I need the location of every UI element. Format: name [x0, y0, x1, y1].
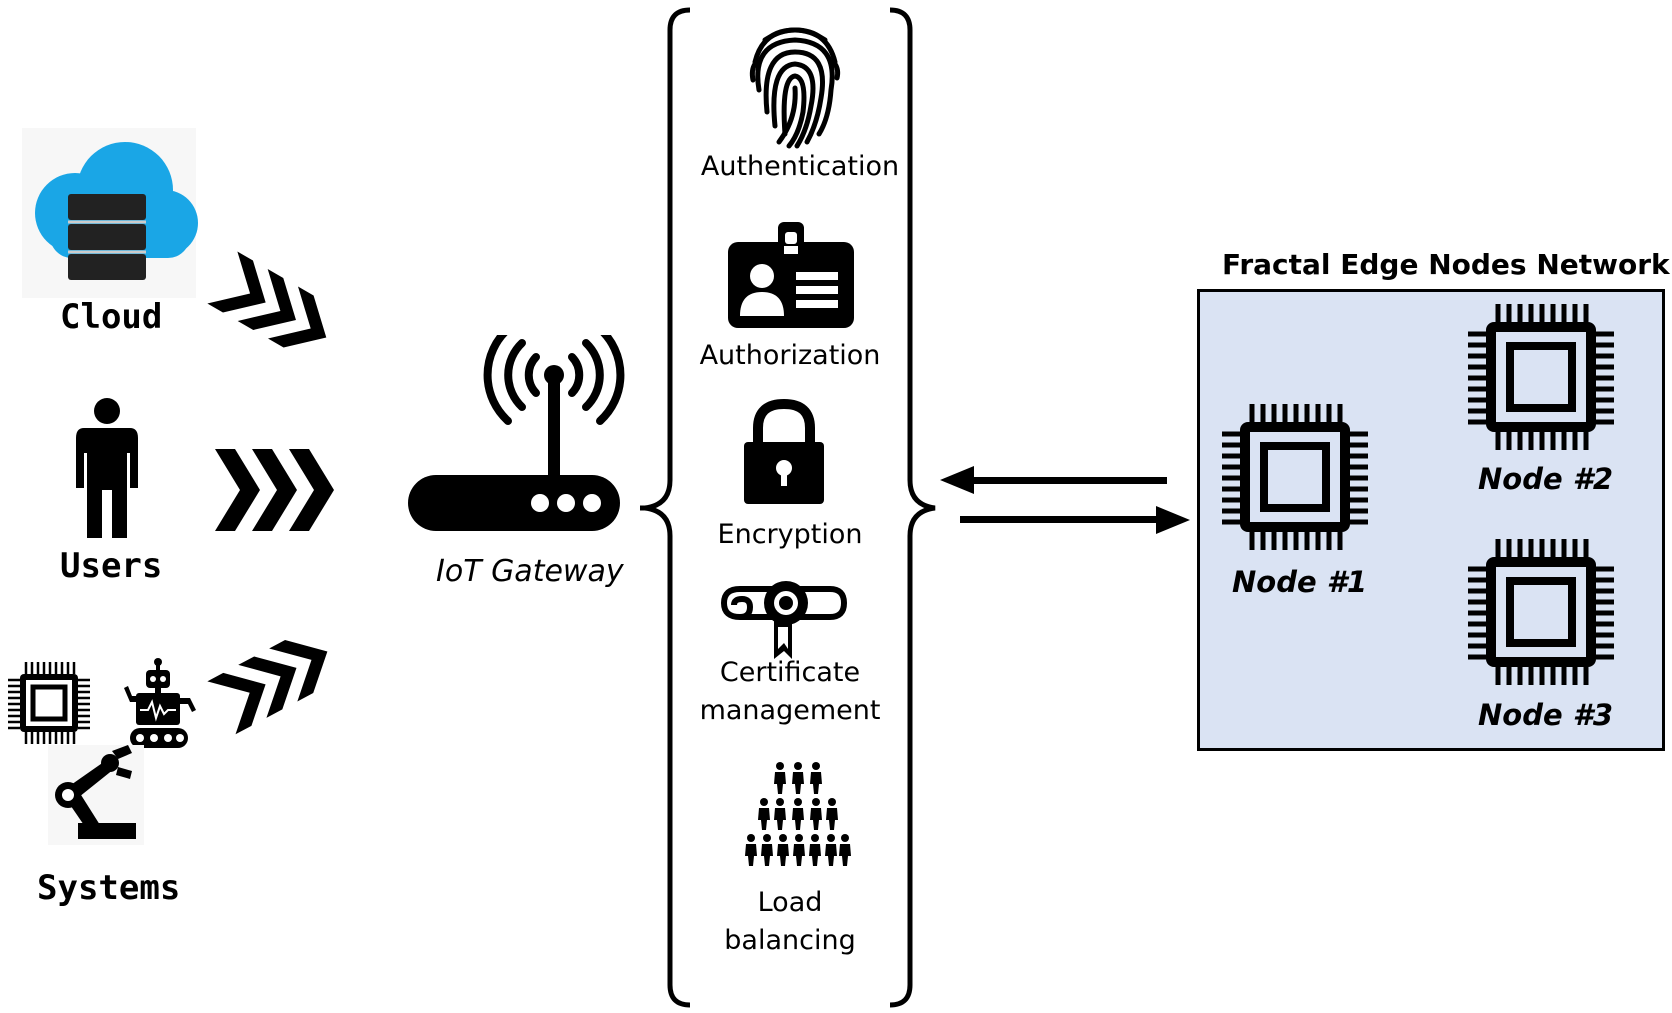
robotic-arm-icon [48, 745, 144, 845]
node-3-label: Node #3 [1478, 698, 1614, 732]
network-title: Fractal Edge Nodes Network [1222, 248, 1670, 281]
node-2-label: Node #2 [1478, 462, 1614, 496]
encryption-label: Encryption [717, 519, 863, 550]
certificate-icon [720, 581, 848, 659]
iot-gateway-router-icon [408, 335, 625, 531]
systems-label: Systems [37, 868, 181, 908]
bidirectional-arrows [940, 466, 1190, 534]
fingerprint-icon [749, 27, 841, 149]
node-2-chip-icon [1466, 302, 1616, 452]
users-label: Users [60, 546, 163, 586]
user-icon [76, 398, 138, 538]
chip-icon [8, 662, 90, 744]
node-1-label: Node #1 [1232, 565, 1368, 599]
authorization-label: Authorization [699, 340, 881, 371]
padlock-icon [744, 398, 824, 504]
id-card-icon [728, 222, 854, 328]
security-functions-brace [640, 7, 936, 1008]
authentication-label: Authentication [700, 151, 900, 182]
chevrons-down-right-icon [207, 251, 327, 348]
chevrons-right-icon [215, 449, 334, 531]
iot-gateway-label: IoT Gateway [436, 554, 624, 589]
chevrons-up-right-icon [207, 640, 328, 735]
node-3-chip-icon [1466, 537, 1616, 687]
people-pyramid-icon [745, 762, 851, 866]
certificate-management-label: Certificate management [699, 657, 881, 726]
node-1-chip-icon [1220, 402, 1370, 552]
cloud-label: Cloud [60, 297, 163, 337]
load-balancing-label: Load balancing [724, 887, 856, 956]
cloud-server-icon [22, 128, 198, 298]
robot-icon [124, 658, 196, 748]
